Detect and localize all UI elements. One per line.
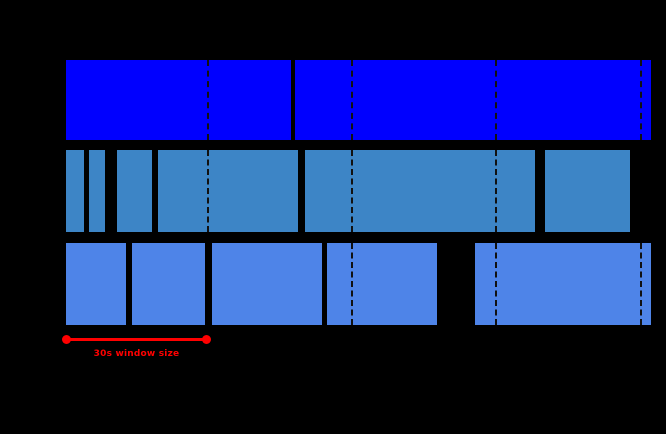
timeline-segment <box>212 243 322 325</box>
window-boundary-marker <box>207 60 209 140</box>
window-boundary-marker <box>640 60 642 140</box>
window-size-bar <box>66 338 207 341</box>
window-boundary-marker <box>351 150 353 232</box>
window-boundary-marker <box>351 243 353 325</box>
window-boundary-marker <box>495 150 497 232</box>
window-size-annotation: 30s window size <box>62 335 211 359</box>
window-boundary-marker <box>495 60 497 140</box>
timeline-segment <box>89 150 105 232</box>
timeline-segment <box>545 150 630 232</box>
timeline-segment <box>66 60 291 140</box>
timeline-row-2 <box>0 150 666 232</box>
window-boundary-marker <box>640 243 642 325</box>
timeline-segment <box>158 150 298 232</box>
window-boundary-marker <box>207 150 209 232</box>
timeline-segment <box>295 60 651 140</box>
timeline-segment <box>66 150 84 232</box>
window-size-cap-left <box>62 335 71 344</box>
timeline-segment <box>117 150 152 232</box>
timeline-segment <box>132 243 205 325</box>
window-boundary-marker <box>495 243 497 325</box>
window-size-cap-right <box>202 335 211 344</box>
timeline-row-3 <box>0 243 666 325</box>
window-boundary-marker <box>351 60 353 140</box>
timeline-row-1 <box>0 60 666 140</box>
timeline-segment <box>327 243 437 325</box>
timeline-segment <box>305 150 535 232</box>
timeline-segment <box>475 243 651 325</box>
window-size-label: 30s window size <box>93 349 180 359</box>
timeline-segment <box>66 243 126 325</box>
